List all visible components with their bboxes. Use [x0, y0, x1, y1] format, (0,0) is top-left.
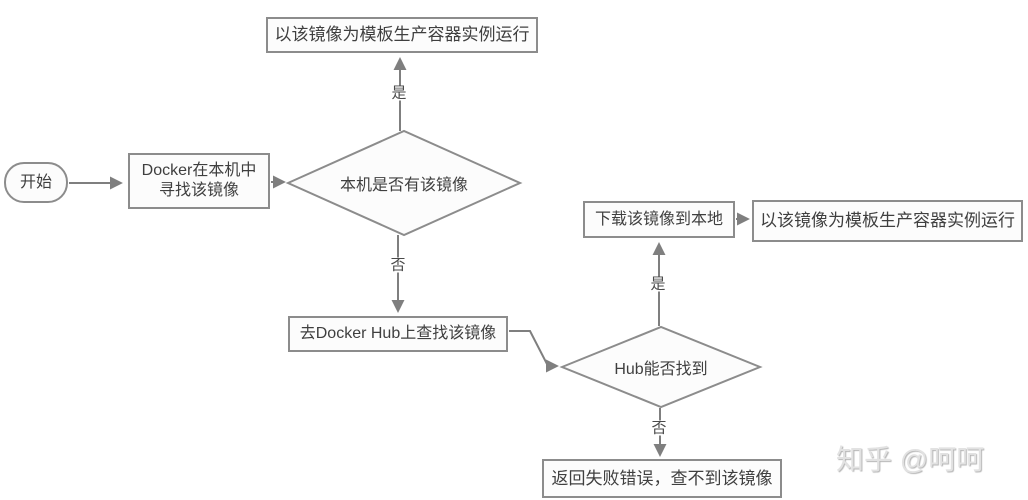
return-failure-node: 返回失败错误，查不到该镜像: [542, 459, 782, 498]
run-container-top-node: 以该镜像为模板生产容器实例运行: [266, 17, 538, 53]
edge-label-yes-hub: 是: [648, 275, 668, 293]
edge-label-no-hub: 否: [649, 419, 669, 437]
download-image-node: 下载该镜像到本地: [583, 201, 735, 238]
diamond-hub-found: [559, 325, 763, 409]
find-local-image-node: Docker在本机中 寻找该镜像: [128, 153, 270, 209]
hub-found-decision-label: Hub能否找到: [614, 361, 708, 378]
start-node: 开始: [4, 162, 68, 203]
edge-label-yes-local: 是: [389, 84, 409, 102]
run-container-right-node: 以该镜像为模板生产容器实例运行: [752, 200, 1023, 242]
zhihu-watermark: 知乎 @呵呵: [836, 444, 985, 475]
edge-label-no-local: 否: [388, 256, 408, 274]
search-docker-hub-node: 去Docker Hub上查找该镜像: [288, 316, 508, 352]
edge-search-hub-to-hub-found: [509, 330, 559, 373]
has-local-decision-label: 本机是否有该镜像: [339, 177, 469, 194]
diamond-has-local: [285, 129, 523, 237]
